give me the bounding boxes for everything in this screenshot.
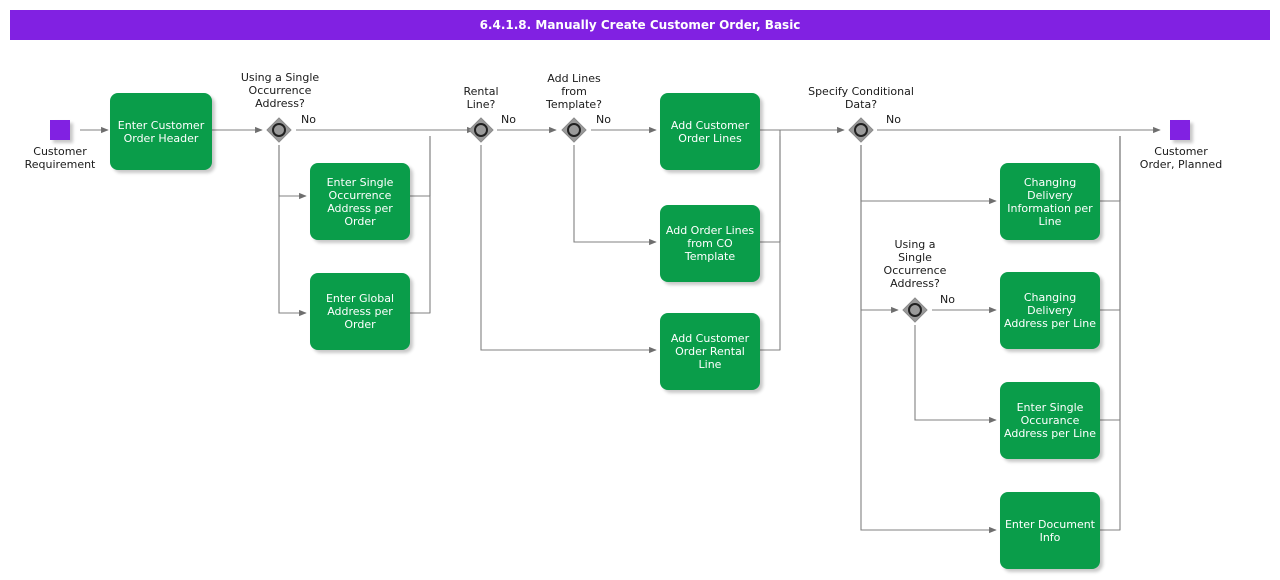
- task-enter-customer-order-header[interactable]: Enter Customer Order Header: [110, 93, 212, 170]
- task-changing-delivery-address-per-line[interactable]: Changing Delivery Address per Line: [1000, 272, 1100, 349]
- edge-gw4-to-document-info: [860, 145, 997, 534]
- gateway-branch-label-no-1: No: [301, 113, 316, 126]
- edge-single-occ-order-merge: [410, 136, 431, 197]
- task-label: Enter Single Occurrence Address per Orde…: [326, 175, 394, 228]
- gateway-label-specify-conditional-data: Specify Conditional Data?: [808, 85, 914, 111]
- start-event-label: Customer Requirement: [24, 145, 96, 171]
- task-label: Changing Delivery Address per Line: [1004, 291, 1096, 330]
- task-label: Add Customer Order Lines: [670, 118, 750, 145]
- gateway-icon: [848, 117, 874, 143]
- task-label: Enter Single Occurance Address per Line: [1004, 401, 1096, 440]
- gateway-single-occurrence-address-order[interactable]: [265, 116, 293, 144]
- edge-group: [80, 126, 1161, 534]
- gateway-icon: [468, 117, 494, 143]
- edge-document-info-merge: [1100, 136, 1121, 531]
- end-event-label: Customer Order, Planned: [1139, 145, 1223, 171]
- edge-co-template-merge: [760, 136, 781, 243]
- task-add-customer-order-rental-line[interactable]: Add Customer Order Rental Line: [660, 313, 760, 390]
- edge-global-addr-order-merge: [410, 136, 431, 314]
- gateway-branch-label-no-5: No: [940, 293, 955, 306]
- gateway-specify-conditional-data[interactable]: [847, 116, 875, 144]
- task-add-customer-order-lines[interactable]: Add Customer Order Lines: [660, 93, 760, 170]
- gateway-branch-label-no-3: No: [596, 113, 611, 126]
- diagram-title-bar: 6.4.1.8. Manually Create Customer Order,…: [10, 10, 1270, 40]
- gateway-icon: [561, 117, 587, 143]
- task-label: Enter Document Info: [1004, 517, 1095, 544]
- task-enter-single-occurance-address-per-line[interactable]: Enter Single Occurance Address per Line: [1000, 382, 1100, 459]
- edge-single-occ-line-merge: [1100, 136, 1121, 421]
- page-title: 6.4.1.8. Manually Create Customer Order,…: [479, 18, 801, 32]
- task-label: Enter Global Address per Order: [325, 292, 395, 331]
- task-enter-global-address-per-order[interactable]: Enter Global Address per Order: [310, 273, 410, 350]
- task-label: Add Customer Order Rental Line: [670, 332, 750, 371]
- task-enter-document-info[interactable]: Enter Document Info: [1000, 492, 1100, 569]
- edge-gw1-to-single-occ-order: [278, 145, 307, 200]
- task-add-order-lines-from-co-template[interactable]: Add Order Lines from CO Template: [660, 205, 760, 282]
- edge-gw3-to-co-template: [573, 145, 657, 246]
- task-label: Add Order Lines from CO Template: [665, 224, 755, 263]
- gateway-label-add-lines-from-template: Add Lines from Template?: [545, 72, 603, 111]
- gateway-label-single-occurrence-address-order: Using a Single Occurrence Address?: [240, 71, 320, 110]
- end-event[interactable]: [1170, 120, 1190, 140]
- task-enter-single-occurrence-address-per-order[interactable]: Enter Single Occurrence Address per Orde…: [310, 163, 410, 240]
- gateway-label-rental-line: Rental Line?: [463, 85, 499, 111]
- task-label: Changing Delivery Information per Line: [1007, 175, 1093, 228]
- edge-gw1-to-global-addr-order: [278, 145, 307, 317]
- edge-gw5-to-single-occ-line: [914, 325, 997, 424]
- gateway-branch-label-no-4: No: [886, 113, 901, 126]
- gateway-label-single-occurrence-address-line: Using a Single Occurrence Address?: [883, 238, 947, 290]
- task-changing-delivery-information-per-line[interactable]: Changing Delivery Information per Line: [1000, 163, 1100, 240]
- gateway-icon: [902, 297, 928, 323]
- task-label: Enter Customer Order Header: [117, 118, 205, 145]
- edge-gw2-to-rental-line: [480, 145, 657, 354]
- gateway-rental-line[interactable]: [467, 116, 495, 144]
- gateway-single-occurrence-address-line[interactable]: [901, 296, 929, 324]
- edge-order-lines-merge: [760, 129, 781, 136]
- gateway-branch-label-no-2: No: [501, 113, 516, 126]
- edge-gw4-to-delivery-info: [860, 145, 997, 205]
- gateway-icon: [266, 117, 292, 143]
- edge-rental-line-merge: [760, 136, 781, 351]
- gateway-add-lines-from-template[interactable]: [560, 116, 588, 144]
- start-event[interactable]: [50, 120, 70, 140]
